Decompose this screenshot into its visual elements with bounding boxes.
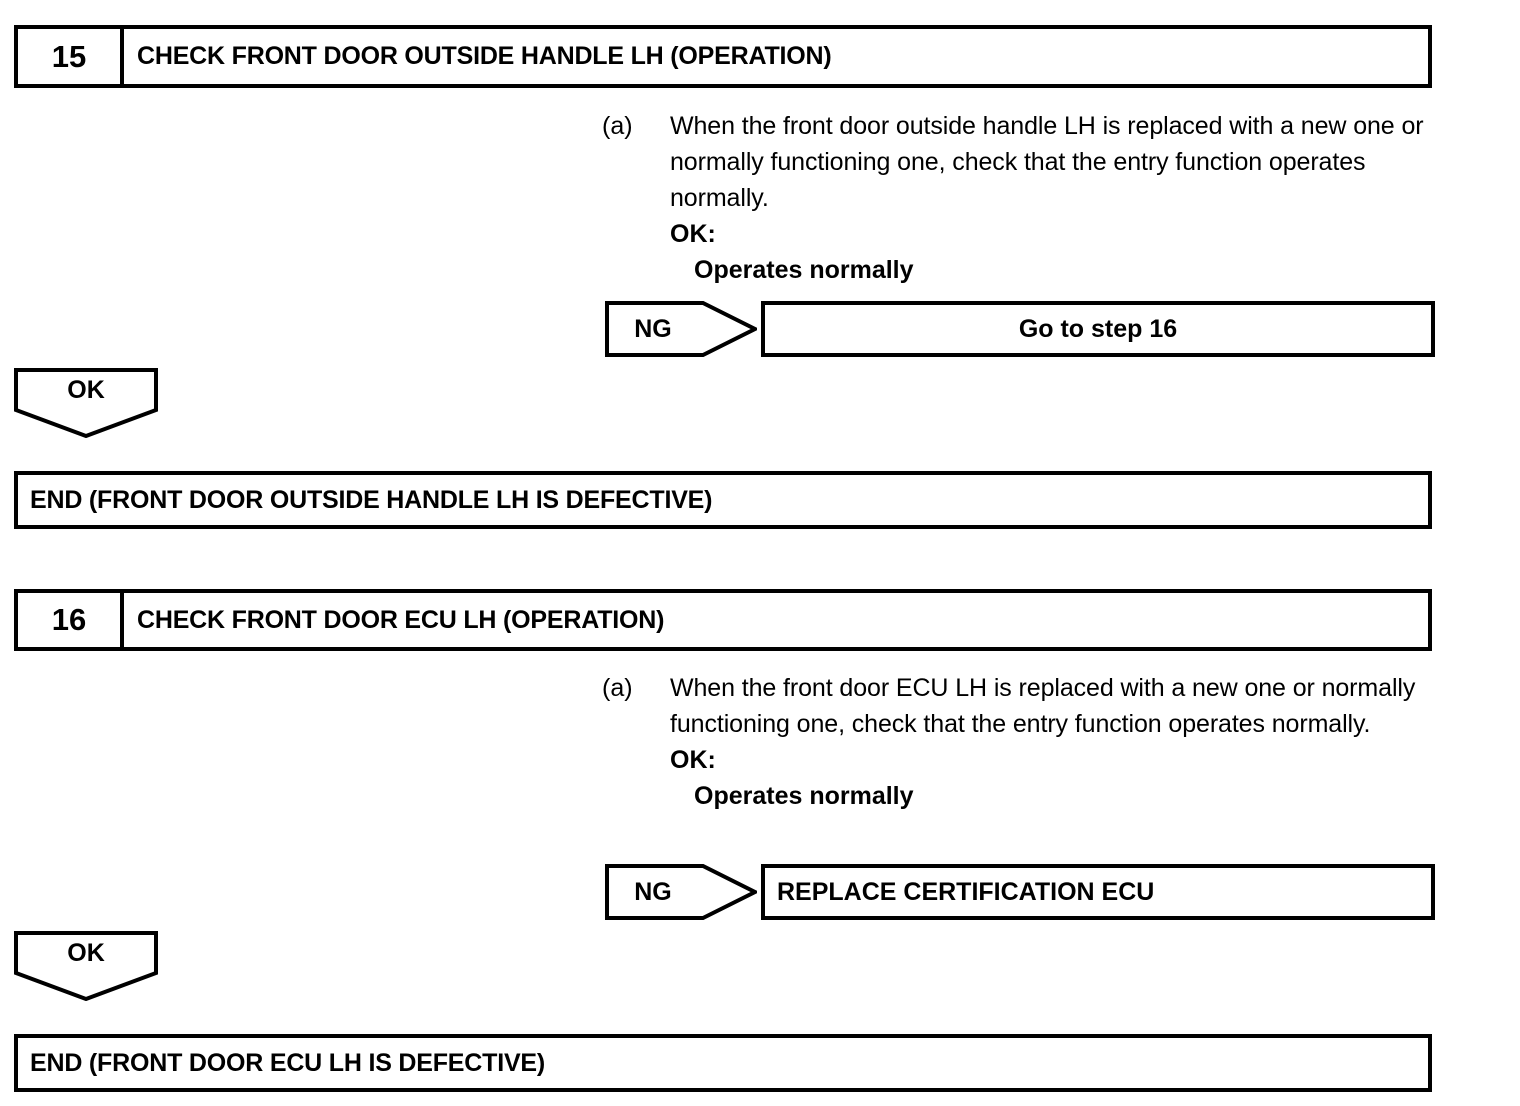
procedure-block-15: (a) When the front door outside handle L… xyxy=(602,108,1442,288)
ok-criteria-label-16: OK: xyxy=(670,746,716,774)
ng-branch-15: NG Go to step 16 xyxy=(605,301,1435,357)
procedure-row-16: (a) When the front door ECU LH is replac… xyxy=(602,670,1462,742)
step-number-15: 15 xyxy=(18,29,124,84)
ok-criteria-value-15: Operates normally xyxy=(694,256,914,284)
procedure-text-15: When the front door outside handle LH is… xyxy=(670,112,1424,212)
ng-result-box-16: REPLACE CERTIFICATION ECU xyxy=(761,864,1435,920)
end-bar-16: END (FRONT DOOR ECU LH IS DEFECTIVE) xyxy=(14,1034,1432,1092)
procedure-block-16: (a) When the front door ECU LH is replac… xyxy=(602,670,1462,814)
ok-criteria-value-16: Operates normally xyxy=(694,782,914,810)
ng-arrow-15: NG xyxy=(605,301,757,357)
step-header-15: 15 CHECK FRONT DOOR OUTSIDE HANDLE LH (O… xyxy=(14,25,1432,88)
ng-branch-16: NG REPLACE CERTIFICATION ECU xyxy=(605,864,1435,920)
ng-arrow-label-16: NG xyxy=(634,877,672,906)
ng-arrow-label-15: NG xyxy=(634,314,672,343)
procedure-text-16: When the front door ECU LH is replaced w… xyxy=(670,674,1416,738)
step-number-16: 16 xyxy=(18,593,124,647)
step-header-16: 16 CHECK FRONT DOOR ECU LH (OPERATION) xyxy=(14,589,1432,651)
procedure-marker-16: (a) xyxy=(602,674,633,702)
ok-branch-arrow-16: OK xyxy=(14,931,158,1001)
end-bar-15: END (FRONT DOOR OUTSIDE HANDLE LH IS DEF… xyxy=(14,471,1432,529)
ok-branch-arrow-15: OK xyxy=(14,368,158,438)
ok-branch-label-15: OK xyxy=(67,375,105,404)
ok-chevron-icon xyxy=(14,931,158,1001)
ok-branch-label-16: OK xyxy=(67,938,105,967)
ok-chevron-icon xyxy=(14,368,158,438)
procedure-row-15: (a) When the front door outside handle L… xyxy=(602,108,1442,216)
step-title-15: CHECK FRONT DOOR OUTSIDE HANDLE LH (OPER… xyxy=(137,42,832,70)
ok-criteria-label-15: OK: xyxy=(670,220,716,248)
ng-arrow-icon xyxy=(605,301,757,357)
ng-arrow-icon xyxy=(605,864,757,920)
step-title-16: CHECK FRONT DOOR ECU LH (OPERATION) xyxy=(137,605,665,634)
ng-arrow-16: NG xyxy=(605,864,757,920)
ng-result-box-15: Go to step 16 xyxy=(761,301,1435,357)
procedure-marker-15: (a) xyxy=(602,112,633,140)
